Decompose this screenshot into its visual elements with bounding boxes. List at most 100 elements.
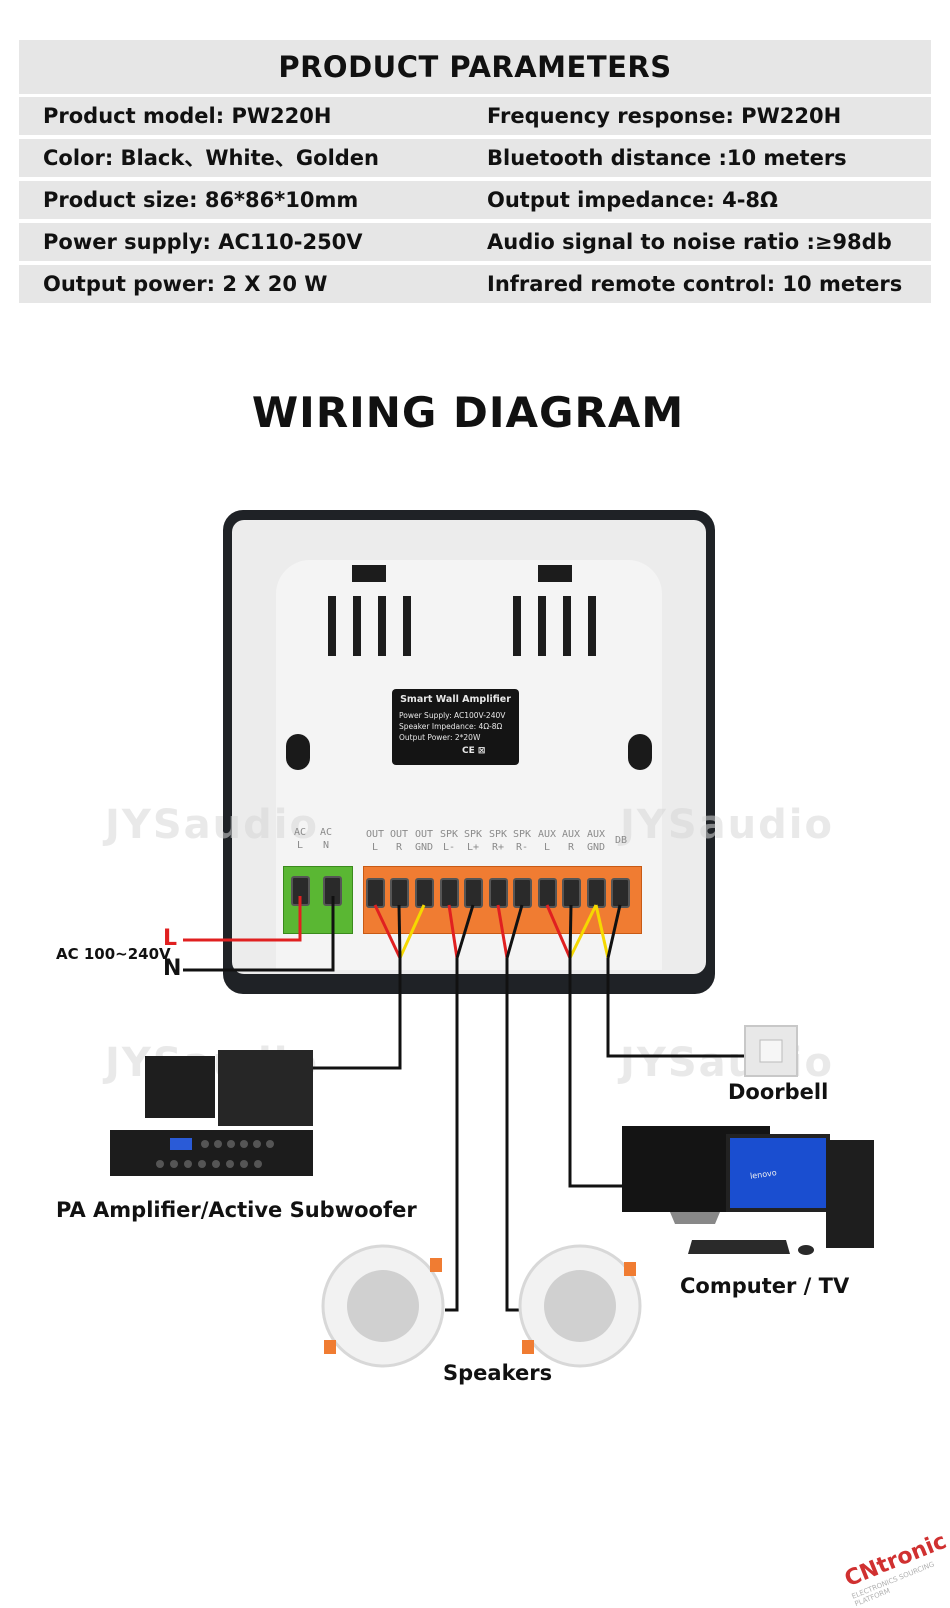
- signal-wire: [505, 904, 524, 959]
- plate-line: Speaker Impedance: 4Ω-8Ω: [399, 722, 503, 731]
- signal-wire: [397, 904, 402, 959]
- vent-slot: [563, 596, 571, 656]
- amplifier-knob: [253, 1140, 261, 1148]
- amplifier-knob: [214, 1140, 222, 1148]
- amplifier-knob: [212, 1160, 220, 1168]
- mouse: [798, 1245, 814, 1255]
- speaker-clip: [522, 1340, 534, 1354]
- speaker-clip: [430, 1258, 442, 1272]
- vent-slot: [328, 596, 336, 656]
- param-product-size: Product size: 86*86*10mm: [43, 188, 359, 212]
- neutral-label: N: [163, 956, 182, 981]
- neutral-wire: [183, 896, 335, 972]
- tv-stand: [670, 1212, 720, 1224]
- vent-slot: [403, 596, 411, 656]
- amplifier-knob: [198, 1160, 206, 1168]
- param-color: Color: Black、White、Golden: [43, 146, 379, 170]
- param-snr: Audio signal to noise ratio :≥98db: [487, 230, 892, 254]
- param-output-impedance: Output impedance: 4-8Ω: [487, 188, 778, 212]
- param-row: Product size: 86*86*10mm Output impedanc…: [19, 181, 931, 219]
- speaker-right-grille: [544, 1270, 616, 1342]
- vent-slot: [538, 596, 546, 656]
- doorbell-button: [759, 1039, 783, 1063]
- speaker-clip: [324, 1340, 336, 1354]
- param-power-supply: Power supply: AC110-250V: [43, 230, 363, 254]
- signal-wire: [545, 904, 572, 959]
- amplifier-knob: [254, 1160, 262, 1168]
- plate-title: Smart Wall Amplifier: [400, 694, 511, 705]
- parameters-title: PRODUCT PARAMETERS: [19, 40, 931, 94]
- speaker-clip: [624, 1262, 636, 1276]
- wiring-title: WIRING DIAGRAM: [251, 388, 685, 437]
- wire-to-speaker-left: [445, 958, 459, 1312]
- param-row: Product model: PW220H Frequency response…: [19, 97, 931, 135]
- speaker-left-grille: [347, 1270, 419, 1342]
- amplifier-knob: [227, 1140, 235, 1148]
- wire-to-pa: [312, 958, 402, 1070]
- subwoofer: [218, 1050, 313, 1126]
- param-output-power: Output power: 2 X 20 W: [43, 272, 328, 296]
- computer-tv-label: Computer / TV: [680, 1274, 850, 1298]
- vent-slot: [588, 596, 596, 656]
- live-label: L: [163, 926, 178, 951]
- subwoofer: [145, 1056, 215, 1118]
- signal-wire: [594, 904, 610, 959]
- amplifier-knob: [226, 1160, 234, 1168]
- amplifier-knob: [240, 1160, 248, 1168]
- vent-slot: [353, 596, 361, 656]
- clip-slot: [352, 565, 386, 582]
- amplifier-knob: [184, 1160, 192, 1168]
- amplifier-display: [170, 1138, 192, 1150]
- signal-wire: [398, 904, 426, 959]
- param-product-model: Product model: PW220H: [43, 104, 332, 128]
- ac-input-label: AC 100~240V: [56, 945, 171, 963]
- pa-amplifier: [110, 1130, 313, 1176]
- vent-slot: [378, 596, 386, 656]
- clip-slot: [538, 565, 572, 582]
- mounting-hole: [628, 734, 652, 770]
- amplifier-knob: [201, 1140, 209, 1148]
- pc-tower: [826, 1140, 874, 1248]
- signal-wire: [447, 904, 459, 959]
- watermark: JYSaudio: [620, 802, 834, 848]
- param-frequency-response: Frequency response: PW220H: [487, 104, 842, 128]
- spec-label-plate: Smart Wall Amplifier Power Supply: AC100…: [392, 689, 519, 765]
- param-row: Output power: 2 X 20 W Infrared remote c…: [19, 265, 931, 303]
- amplifier-knob: [156, 1160, 164, 1168]
- param-infrared-remote: Infrared remote control: 10 meters: [487, 272, 903, 296]
- signal-wire: [568, 904, 573, 959]
- vent-slot: [513, 596, 521, 656]
- signal-wire: [496, 904, 509, 959]
- wire-to-speaker-right: [505, 958, 520, 1312]
- param-bluetooth-distance: Bluetooth distance :10 meters: [487, 146, 847, 170]
- amplifier-knob: [240, 1140, 248, 1148]
- speakers-label: Speakers: [443, 1361, 553, 1385]
- pa-amplifier-label: PA Amplifier/Active Subwoofer: [56, 1198, 417, 1222]
- amplifier-knob: [170, 1160, 178, 1168]
- signal-wire: [373, 904, 402, 959]
- wire-to-computer: [568, 958, 624, 1188]
- terminal-label: DB: [614, 835, 628, 846]
- plate-line: Output Power: 2*20W: [399, 733, 481, 742]
- watermark: JYSaudio: [105, 802, 319, 848]
- ce-mark: CE ⊠: [462, 746, 486, 756]
- doorbell-label: Doorbell: [728, 1080, 829, 1104]
- mounting-hole: [286, 734, 310, 770]
- amplifier-knob: [266, 1140, 274, 1148]
- plate-line: Power Supply: AC100V-240V: [399, 711, 506, 720]
- keyboard: [688, 1240, 790, 1254]
- wire-to-doorbell: [606, 958, 745, 1058]
